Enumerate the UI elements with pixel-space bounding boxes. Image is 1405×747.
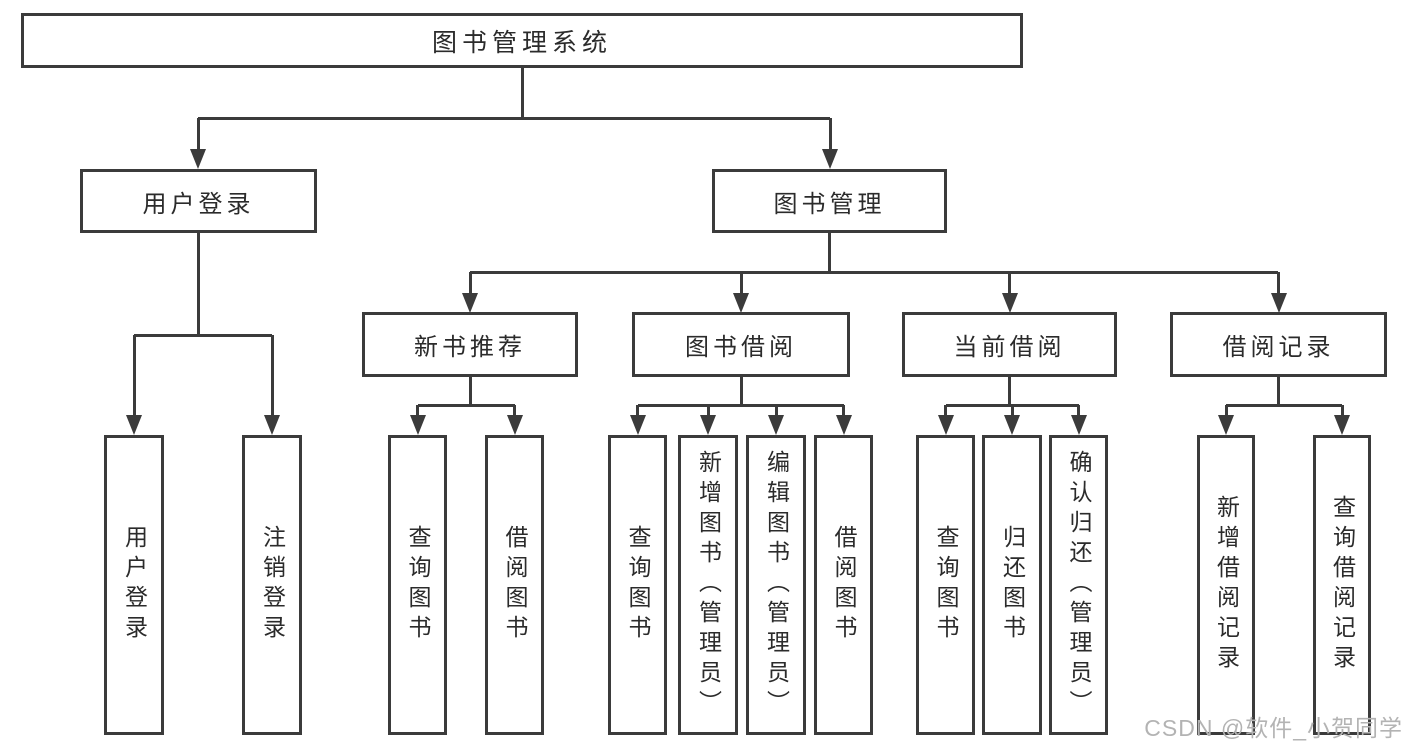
connector-current-drop-1 [944,405,947,417]
connector-records-rail [1226,403,1342,407]
node-query-books-current: 查询图书 [916,435,975,735]
connector-login-rail [134,333,272,337]
node-label: 用户登录 [142,190,255,218]
connector-recommend-drop-1 [416,405,419,417]
arrow-down-icon [822,149,838,169]
connector-root-drop-left [196,118,200,152]
arrow-down-icon [768,415,784,435]
node-book-management: 图书管理 [712,169,947,233]
node-label: 新书推荐 [414,334,526,361]
connector-root-rail [198,116,830,120]
node-label: 注销登录 [259,525,286,645]
node-system-root: 图书管理系统 [21,13,1023,68]
node-book-borrow: 图书借阅 [632,312,850,377]
connector-mgmt-rail [470,270,1278,274]
arrow-down-icon [409,415,426,435]
node-borrow-books-recommend: 借阅图书 [485,435,544,735]
connector-mgmt-stem [828,233,831,272]
arrow-down-icon [506,415,523,435]
connector-login-stem [197,233,200,335]
connector-mgmt-drop-2 [739,272,743,295]
node-label: 当前借阅 [953,334,1066,361]
node-label: 新增图书（管理员） [695,450,722,720]
arrow-down-icon [1004,415,1020,435]
node-label: 借阅图书 [502,525,528,645]
node-label: 编辑图书（管理员） [763,450,790,720]
connector-borrow-rail [637,403,844,407]
arrow-down-icon [700,415,716,435]
connector-current-drop-3 [1077,405,1080,417]
connector-mgmt-drop-4 [1277,272,1280,295]
node-query-books-recommend: 查询图书 [388,435,447,735]
arrow-down-icon [835,415,852,435]
arrow-down-icon [1001,293,1018,313]
node-add-borrow-record: 新增借阅记录 [1197,435,1255,735]
arrow-down-icon [1218,415,1234,435]
node-borrow-records: 借阅记录 [1170,312,1387,377]
connector-root-stem [520,68,524,118]
arrow-down-icon [733,293,749,313]
connector-borrow-drop-2 [706,405,710,417]
connector-records-drop-2 [1340,405,1344,417]
node-user-login: 用户登录 [80,169,317,233]
node-label: 查询借阅记录 [1329,495,1356,675]
connector-current-drop-2 [1010,405,1014,417]
node-label: 借阅记录 [1222,334,1335,361]
node-query-borrow-record: 查询借阅记录 [1313,435,1371,735]
arrow-down-icon [1070,415,1087,435]
node-label: 借阅图书 [831,525,857,645]
arrow-down-icon [629,415,646,435]
node-logout: 注销登录 [242,435,302,735]
node-label: 确认归还（管理员） [1066,450,1092,720]
arrow-down-icon [937,415,954,435]
node-current-borrow: 当前借阅 [902,312,1117,377]
connector-borrow-stem [739,377,743,405]
node-label: 查询图书 [933,525,959,645]
node-return-books: 归还图书 [982,435,1042,735]
connector-records-stem [1277,377,1280,405]
node-edit-books-admin: 编辑图书（管理员） [746,435,806,735]
node-add-books-admin: 新增图书（管理员） [678,435,738,735]
connector-mgmt-drop-1 [468,272,472,295]
arrow-down-icon [190,149,206,169]
arrow-down-icon [1270,293,1287,313]
node-label: 新增借阅记录 [1213,495,1240,675]
node-query-books-borrow: 查询图书 [608,435,667,735]
node-new-book-recommend: 新书推荐 [362,312,578,377]
node-label: 查询图书 [625,525,651,645]
node-label: 查询图书 [405,525,431,645]
connector-borrow-drop-1 [636,405,639,417]
node-label: 归还图书 [999,525,1026,645]
node-label: 图书借阅 [685,334,797,361]
connector-recommend-stem [468,377,472,405]
node-label: 用户登录 [121,525,148,645]
connector-recommend-rail [417,403,515,407]
arrow-down-icon [1334,415,1350,435]
connector-root-drop-right [828,118,832,152]
connector-borrow-drop-3 [774,405,778,417]
connector-current-stem [1008,377,1011,405]
node-user-login-action: 用户登录 [104,435,164,735]
arrow-down-icon [126,415,142,435]
connector-login-drop-2 [270,335,274,417]
csdn-watermark: CSDN @软件_小贺同学 [1144,715,1403,741]
node-label: 图书管理系统 [431,28,612,57]
node-confirm-return-admin: 确认归还（管理员） [1049,435,1108,735]
connector-login-drop-1 [132,335,136,417]
connector-records-drop-1 [1224,405,1228,417]
connector-mgmt-drop-3 [1008,272,1011,295]
node-label: 图书管理 [773,190,886,218]
connector-borrow-drop-4 [842,405,845,417]
arrow-down-icon [462,293,478,313]
arrow-down-icon [264,415,280,435]
node-borrow-books: 借阅图书 [814,435,873,735]
connector-recommend-drop-2 [513,405,516,417]
